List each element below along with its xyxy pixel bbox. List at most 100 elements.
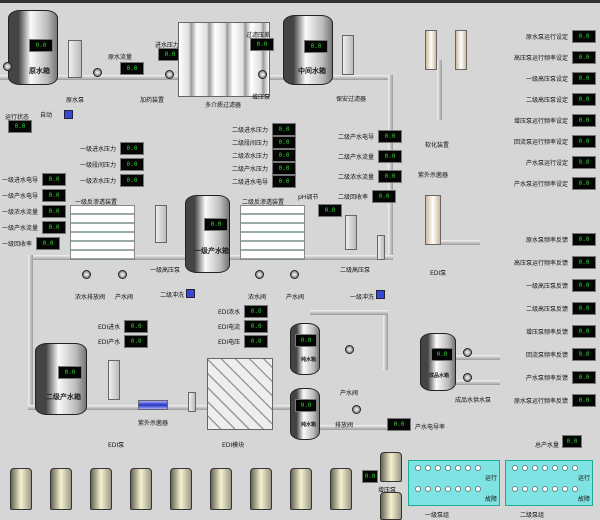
- filter-cartridge[interactable]: [380, 492, 402, 520]
- setpoint-input[interactable]: 0.0: [572, 156, 596, 169]
- ro1-high-pressure-pump[interactable]: [155, 205, 167, 243]
- feedback-display: 0.0: [572, 279, 596, 292]
- ro2-prod-valve[interactable]: [290, 270, 299, 279]
- uv-sterilizer[interactable]: [425, 195, 441, 245]
- setpoint-input[interactable]: 0.0: [572, 135, 596, 148]
- filter-cartridge[interactable]: [170, 468, 192, 510]
- pressure-label: 进水压力: [155, 42, 180, 49]
- filter-cartridge[interactable]: [380, 452, 402, 482]
- feedback-label: 高压泵运行频率反馈: [513, 260, 568, 267]
- setpoint-input[interactable]: 0.0: [572, 30, 596, 43]
- run-label: 运行: [484, 475, 497, 482]
- feedback-label: 二级高压泵反馈: [525, 306, 568, 313]
- pipe: [310, 310, 388, 315]
- raw-pump[interactable]: [68, 40, 82, 78]
- edi-module[interactable]: [207, 358, 273, 430]
- boost-pump[interactable]: [342, 35, 354, 75]
- middle-water-tank[interactable]: 0.0 中间水箱: [283, 15, 333, 85]
- edi-tank-a[interactable]: 0.0 纯水箱: [290, 323, 320, 375]
- uv-lamp-label: 紫外杀菌器: [138, 420, 169, 427]
- reading-display: 0.0: [244, 320, 269, 333]
- edi-pump[interactable]: [108, 360, 120, 400]
- feedback-label: 增压泵频率反馈: [525, 329, 568, 336]
- valve[interactable]: [165, 70, 174, 79]
- filter-cartridge[interactable]: [10, 468, 32, 510]
- reading-label: 二级进水电导: [232, 179, 269, 186]
- supply-valve[interactable]: [463, 373, 472, 382]
- feedback-label: 一级高压泵反馈: [525, 283, 568, 290]
- reading-label: 二级段间压力: [232, 140, 269, 147]
- setpoint-input[interactable]: 0.0: [572, 93, 596, 106]
- filter-cartridge[interactable]: [90, 468, 112, 510]
- reading-display: 0.0: [120, 142, 145, 155]
- filter-cartridge[interactable]: [130, 468, 152, 510]
- edi-tank-b[interactable]: 0.0 纯水箱: [290, 388, 320, 440]
- reading-label: 二级浓水流量: [338, 174, 375, 181]
- filter-dp-label: 过滤压差: [246, 32, 271, 39]
- ro2-product-tank[interactable]: 0.0 二级产水箱: [35, 343, 87, 415]
- filter-cartridge[interactable]: [290, 468, 312, 510]
- setpoint-input[interactable]: 0.0: [572, 114, 596, 127]
- softener-vessel[interactable]: [425, 30, 437, 70]
- reading-display: 0.0: [272, 175, 297, 188]
- total-label: 总产水量: [535, 442, 560, 449]
- uv-lamp[interactable]: [138, 400, 168, 410]
- valve[interactable]: [93, 68, 102, 77]
- edi-tank-b-display: 0.0: [295, 399, 317, 412]
- reading-display: 0.0: [272, 136, 297, 149]
- edi-drain-valve[interactable]: [352, 405, 361, 414]
- ro1-flush-button[interactable]: [186, 289, 195, 298]
- edi-product-valve[interactable]: [345, 345, 354, 354]
- ro2-conc-valve[interactable]: [255, 270, 264, 279]
- reading-label: EDI电压: [218, 339, 241, 346]
- pipe: [290, 425, 410, 430]
- filter-cartridge[interactable]: [50, 468, 72, 510]
- reading-display: 0.0: [124, 335, 149, 348]
- pipe: [28, 255, 33, 410]
- reading-display: 0.0: [36, 237, 61, 250]
- valve[interactable]: [258, 70, 267, 79]
- setpoint-input[interactable]: 0.0: [572, 51, 596, 64]
- mode-button[interactable]: [64, 110, 73, 119]
- inlet-valve[interactable]: [3, 62, 12, 71]
- edi-pump-label: EDI泵: [430, 270, 447, 277]
- ro1-prod-valve[interactable]: [118, 270, 127, 279]
- raw-water-tank[interactable]: 0.0 原水箱: [8, 10, 58, 85]
- ro2-membrane-stack[interactable]: [240, 205, 305, 260]
- supply-valve[interactable]: [463, 348, 472, 357]
- ro2-high-pressure-pump[interactable]: [345, 215, 357, 250]
- pipe: [383, 310, 388, 370]
- setpoint-input[interactable]: 0.0: [572, 177, 596, 190]
- reading-label: 二级产水流量: [338, 154, 375, 161]
- ro1-membrane-stack[interactable]: [70, 205, 135, 260]
- reading-display: 0.0: [120, 158, 145, 171]
- reading-display: 0.0: [42, 189, 67, 202]
- feedback-display: 0.0: [572, 325, 596, 338]
- pipe: [388, 75, 393, 260]
- filter-cartridge[interactable]: [330, 468, 352, 510]
- reading-display: 0.0: [272, 149, 297, 162]
- ro2-flush-button[interactable]: [376, 290, 385, 299]
- ro1-conc-valve[interactable]: [82, 270, 91, 279]
- final-water-tank[interactable]: 0.0 成品水箱: [420, 333, 456, 391]
- ro1-prod-label: 产水阀: [115, 294, 134, 301]
- reading-label: EDI浓水: [218, 309, 241, 316]
- pump-group-panel-2: 运行 故障: [505, 460, 593, 506]
- softener-vessel[interactable]: [455, 30, 467, 70]
- raw-pump-label: 原水泵: [66, 97, 85, 104]
- fault-label: 故障: [484, 496, 497, 503]
- pipe: [455, 380, 500, 385]
- ro1-product-tank[interactable]: 0.0 一级产水箱: [185, 195, 230, 273]
- feedback-label: 回流泵频率反馈: [525, 352, 568, 359]
- feedback-label: 产水泵频率反馈: [525, 375, 568, 382]
- setpoint-input[interactable]: 0.0: [572, 72, 596, 85]
- multimedia-filter-rack[interactable]: [178, 22, 270, 97]
- edi-tank-a-display: 0.0: [295, 334, 317, 347]
- middle-tank-level-display: 0.0: [304, 40, 328, 53]
- filter-cartridge[interactable]: [250, 468, 272, 510]
- filter-cartridge[interactable]: [210, 468, 232, 510]
